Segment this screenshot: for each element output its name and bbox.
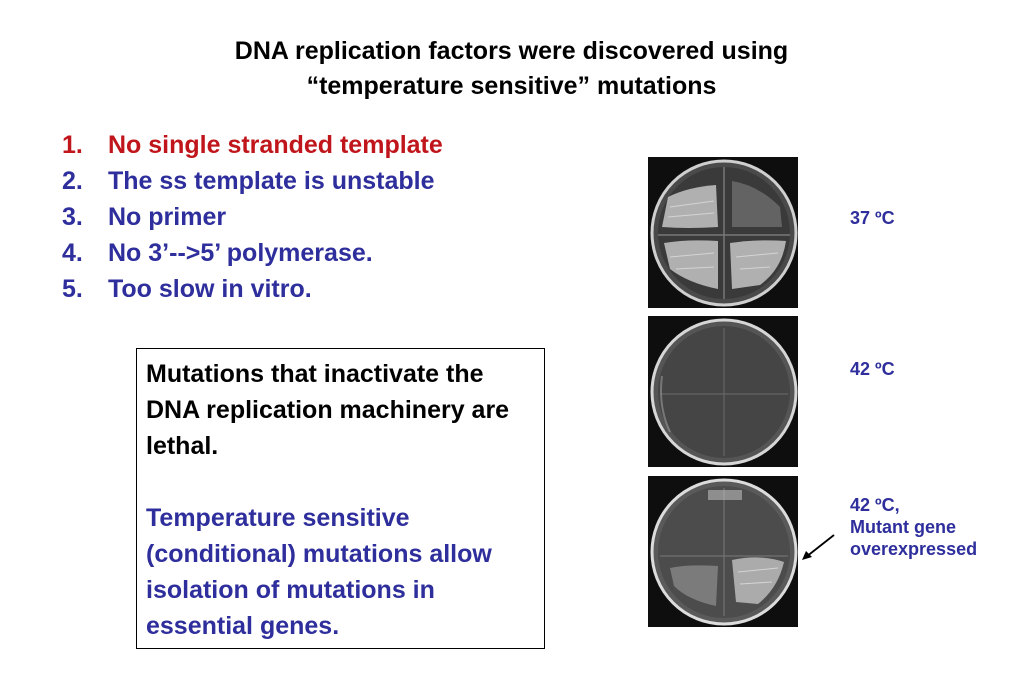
reason-text: Too slow in vitro. xyxy=(108,275,312,303)
petri-dish-42c-image xyxy=(648,316,798,467)
petri-dish-42c-overexpressed-image xyxy=(648,476,798,627)
reason-item: 2. The ss template is unstable xyxy=(62,163,443,199)
pointer-arrow-icon xyxy=(802,534,835,560)
plate-label-line: 42 ºC, xyxy=(850,495,900,515)
petri-dish-37c-image xyxy=(648,157,798,308)
reason-number: 4. xyxy=(62,239,83,267)
plate-label-42c: 42 ºC xyxy=(850,358,895,380)
petri-dish-37c-drawing xyxy=(650,159,798,307)
reason-item: 4. No 3’-->5’ polymerase. xyxy=(62,235,443,271)
plate-label-line: 37 ºC xyxy=(850,208,895,228)
reason-item: 5. Too slow in vitro. xyxy=(62,271,443,307)
lethal-statement: Mutations that inactivate the DNA replic… xyxy=(146,360,510,460)
plate-label-line: 42 ºC xyxy=(850,359,895,379)
plate-label-42c-overexpressed: 42 ºC, Mutant gene overexpressed xyxy=(850,494,977,560)
plate-label-line: Mutant gene xyxy=(850,517,956,537)
info-box xyxy=(136,348,545,649)
reason-number: 2. xyxy=(62,167,83,195)
plate-label-line: overexpressed xyxy=(850,539,978,559)
title-line-1: DNA replication factors were discovered … xyxy=(234,37,789,65)
title-line-2: “temperature sensitive” mutations xyxy=(306,72,717,100)
petri-dish-42c-overexpressed-drawing xyxy=(650,478,798,626)
reason-number: 1. xyxy=(62,131,83,159)
reason-number: 5. xyxy=(62,275,83,303)
reason-number: 3. xyxy=(62,203,83,231)
reason-item: 1. No single stranded template xyxy=(62,127,443,163)
reason-text: No primer xyxy=(108,203,227,231)
reason-text: No 3’-->5’ polymerase. xyxy=(108,239,373,267)
reasons-list: 1. No single stranded template 2. The ss… xyxy=(62,127,443,307)
reason-text: No single stranded template xyxy=(108,131,443,159)
info-box-text: Mutations that inactivate the DNA replic… xyxy=(146,356,536,644)
reason-item: 3. No primer xyxy=(62,199,443,235)
plate-label-37c: 37 ºC xyxy=(850,207,895,229)
petri-dish-42c-drawing xyxy=(650,318,798,466)
ts-statement: Temperature sensitive (conditional) muta… xyxy=(146,504,492,640)
slide-title: DNA replication factors were discovered … xyxy=(0,34,1023,104)
reason-text: The ss template is unstable xyxy=(108,167,435,195)
